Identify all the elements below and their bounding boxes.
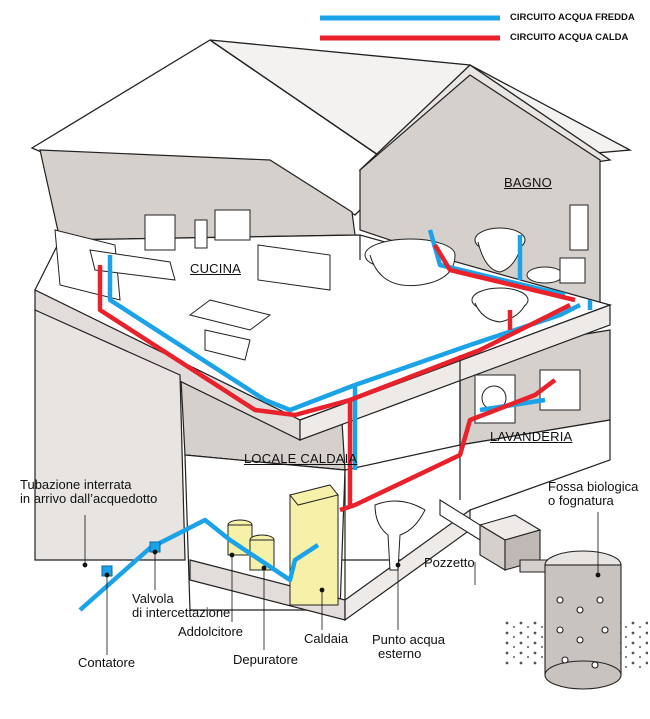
label-contatore: Contatore xyxy=(78,655,136,670)
legend xyxy=(320,15,500,41)
drainage xyxy=(439,499,648,690)
room-label-cucina: CUCINA xyxy=(190,261,242,276)
septic-tank xyxy=(544,564,622,676)
label-tubazione-line2: in arrivo dall’acquedotto xyxy=(20,491,158,506)
hot-water-circuit xyxy=(97,243,576,513)
room-label-locale-caldaia: LOCALE CALDAIA xyxy=(244,451,358,466)
gravel-right xyxy=(620,620,648,670)
legend-cold-label: CIRCUITO ACQUA FREDDA xyxy=(510,12,635,23)
laundry-fixtures xyxy=(474,369,581,424)
room-label-bagno: BAGNO xyxy=(504,175,552,190)
label-pozzetto: Pozzetto xyxy=(424,555,475,570)
leader-lines xyxy=(82,512,601,655)
label-punto-acqua-line1: Punto acqua xyxy=(372,632,446,647)
upper-right-back-wall xyxy=(359,74,601,311)
room-label-lavanderia: LAVANDERIA xyxy=(490,429,573,444)
label-fossa-line1: Fossa biologica xyxy=(548,479,639,494)
upper-floor xyxy=(34,234,612,441)
outdoor-sink xyxy=(374,500,426,571)
gravel-left xyxy=(505,620,545,665)
label-valvola-line2: di intercettazione xyxy=(132,605,231,620)
label-valvola-line1: Valvola xyxy=(132,591,174,606)
upper-left-back-wall xyxy=(39,149,356,241)
label-depuratore: Depuratore xyxy=(233,652,299,667)
label-addolcitore: Addolcitore xyxy=(178,624,244,639)
legend-hot-label: CIRCUITO ACQUA CALDA xyxy=(510,32,629,43)
label-fossa-line2: o fognatura xyxy=(548,493,614,508)
bathroom-fixtures xyxy=(364,204,589,323)
label-caldaia: Caldaia xyxy=(304,631,349,646)
label-punto-acqua-line2: esterno xyxy=(378,646,422,661)
label-tubazione-line1: Tubazione interrata xyxy=(20,477,132,492)
